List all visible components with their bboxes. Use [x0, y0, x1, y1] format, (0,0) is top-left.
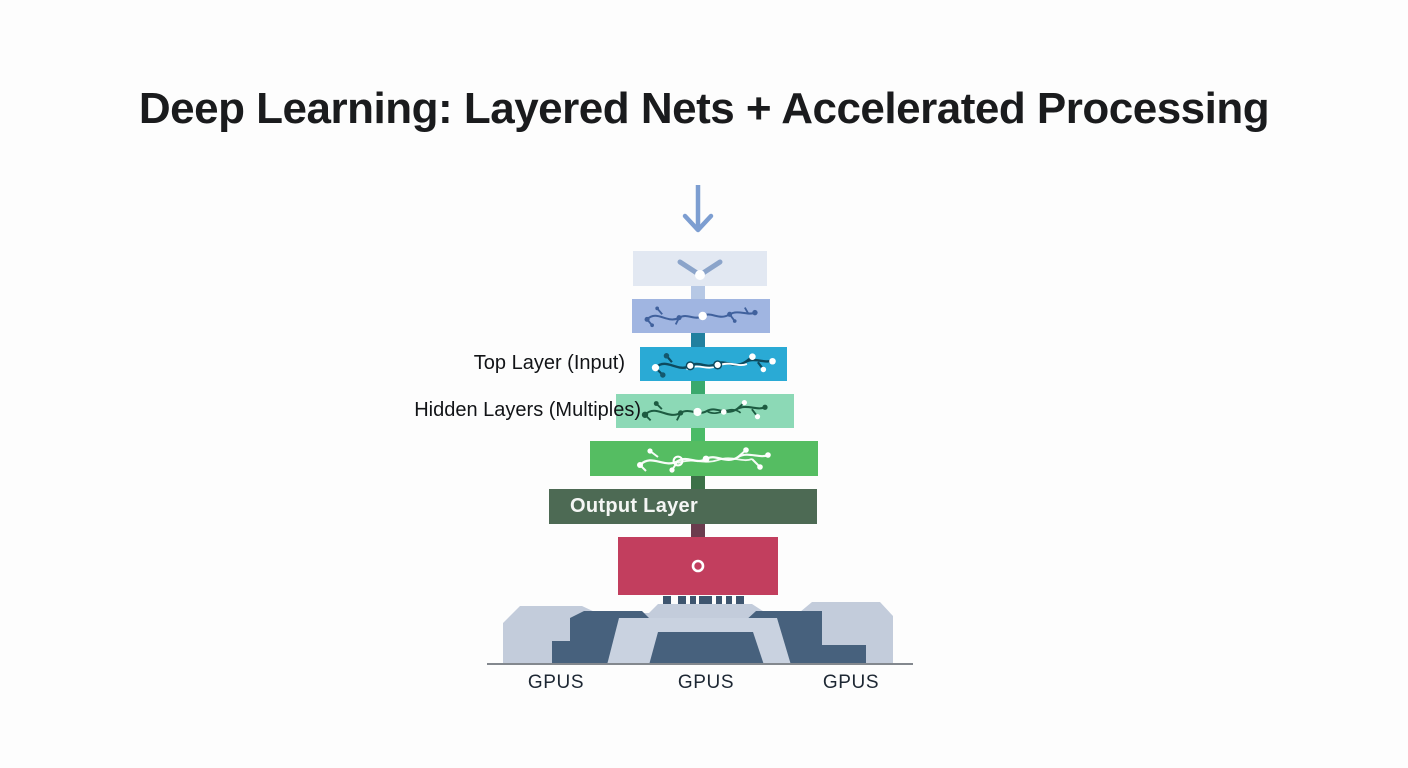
gpu-label: GPUS — [822, 672, 880, 693]
base-line — [487, 663, 913, 665]
processor-block — [618, 537, 778, 595]
ring-node-icon — [690, 558, 706, 574]
neural-network-pattern-icon — [650, 349, 778, 379]
gpu-label: GPUS — [527, 672, 585, 693]
spine-connector — [691, 524, 705, 537]
spine-connector — [691, 381, 705, 394]
layer-bar-hidden-mint — [616, 394, 794, 428]
gpu-label: GPUS — [677, 672, 735, 693]
neural-network-pattern-icon — [630, 396, 780, 426]
layer-bar-output: Output Layer — [549, 489, 817, 524]
down-arrow-icon — [681, 183, 715, 241]
spine-connector — [691, 428, 705, 441]
layer-bar-periwinkle — [632, 299, 770, 333]
hidden-layers-label: Hidden Layers (Multiples) — [414, 399, 641, 421]
spine-connector — [691, 286, 705, 299]
gpu-chip-icon — [485, 596, 915, 666]
page-title: Deep Learning: Layered Nets + Accelerate… — [138, 84, 1270, 133]
layer-bar-input-top — [633, 251, 767, 286]
neural-network-pattern-icon — [609, 443, 799, 475]
spine-connector — [691, 476, 705, 489]
layer-bar-hidden-green — [590, 441, 818, 476]
spine-connector — [691, 333, 705, 347]
output-layer-label: Output Layer — [570, 495, 699, 517]
chevron-down-node-icon — [670, 256, 730, 282]
layer-bar-top-input — [640, 347, 787, 381]
top-layer-label: Top Layer (Input) — [473, 352, 625, 374]
neural-network-pattern-icon — [642, 301, 760, 331]
